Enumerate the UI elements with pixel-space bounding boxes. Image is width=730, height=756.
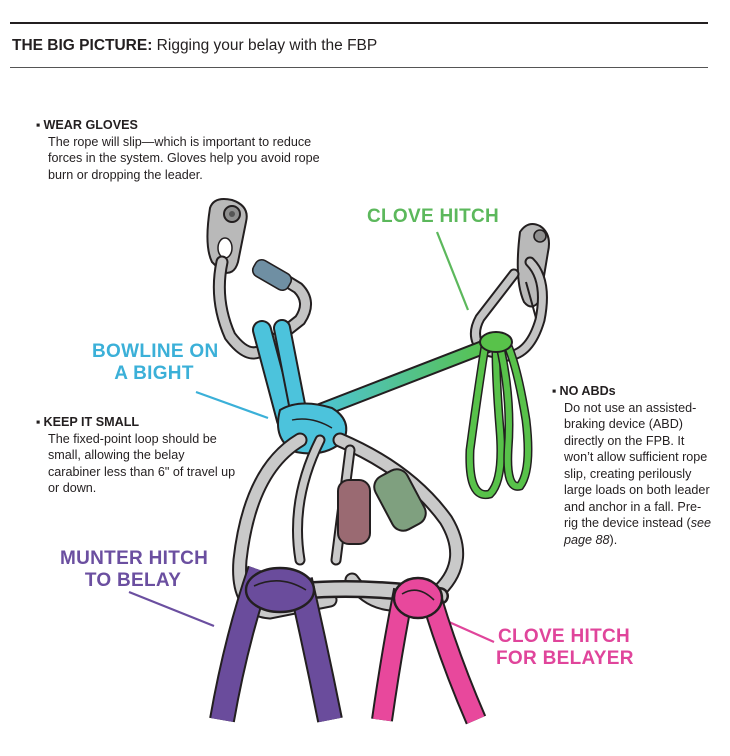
callout-line: FOR BELAYER — [496, 648, 634, 669]
top-rule — [10, 22, 708, 24]
locking-gate-mauve — [337, 479, 371, 545]
clove-hitch-leader — [435, 231, 470, 311]
carabiner-icon — [470, 256, 548, 362]
note-wear-gloves: WEAR GLOVES The rope will slip—which is … — [43, 117, 348, 183]
callout-clove-belayer: CLOVE HITCH FOR BELAYER — [496, 626, 634, 670]
page-reference: see page 88 — [564, 516, 712, 547]
note-body: The fixed-point loop should be small, al… — [48, 431, 236, 496]
callout-clove-hitch: CLOVE HITCH — [367, 206, 499, 228]
note-body: Do not use an assisted-braking device (A… — [564, 400, 714, 549]
header-rule — [10, 67, 708, 68]
callout-line: CLOVE HITCH — [497, 626, 631, 647]
note-body-text: Do not use an assisted-braking device (A… — [564, 400, 710, 531]
bolt-hanger-icon — [206, 198, 248, 274]
note-body-end: ). — [609, 532, 618, 547]
note-keep-small: KEEP IT SMALL The fixed-point loop shoul… — [43, 414, 238, 497]
callout-line: BOWLINE ON — [92, 341, 219, 362]
bowline-leader — [195, 390, 269, 420]
munter-leader — [128, 590, 215, 628]
rope-icon — [252, 319, 533, 500]
note-heading: KEEP IT SMALL — [36, 414, 226, 431]
page-title: THE BIG PICTURE: Rigging your belay with… — [12, 37, 377, 55]
note-heading: WEAR GLOVES — [36, 117, 336, 134]
rope-icon — [209, 565, 343, 723]
note-body: The rope will slip—which is important to… — [48, 134, 320, 182]
callout-line: A BIGHT — [114, 363, 194, 384]
callout-bowline: BOWLINE ON A BIGHT — [92, 341, 219, 385]
title-rest: Rigging your belay with the FBP — [152, 37, 378, 54]
note-heading: NO ABDs — [552, 383, 702, 400]
leader-lines — [128, 231, 495, 644]
callout-munter: MUNTER HITCH TO BELAY — [60, 548, 209, 592]
callout-line: MUNTER HITCH — [60, 548, 209, 569]
title-bold: THE BIG PICTURE: — [12, 37, 153, 54]
carabiner-icon — [212, 255, 312, 360]
callout-line: TO BELAY — [84, 570, 182, 591]
locking-gate-green — [373, 468, 427, 532]
rope-icon — [371, 576, 487, 725]
callout-line: CLOVE HITCH — [367, 206, 500, 227]
note-no-abds: NO ABDs Do not use an assisted-braking d… — [559, 383, 714, 549]
